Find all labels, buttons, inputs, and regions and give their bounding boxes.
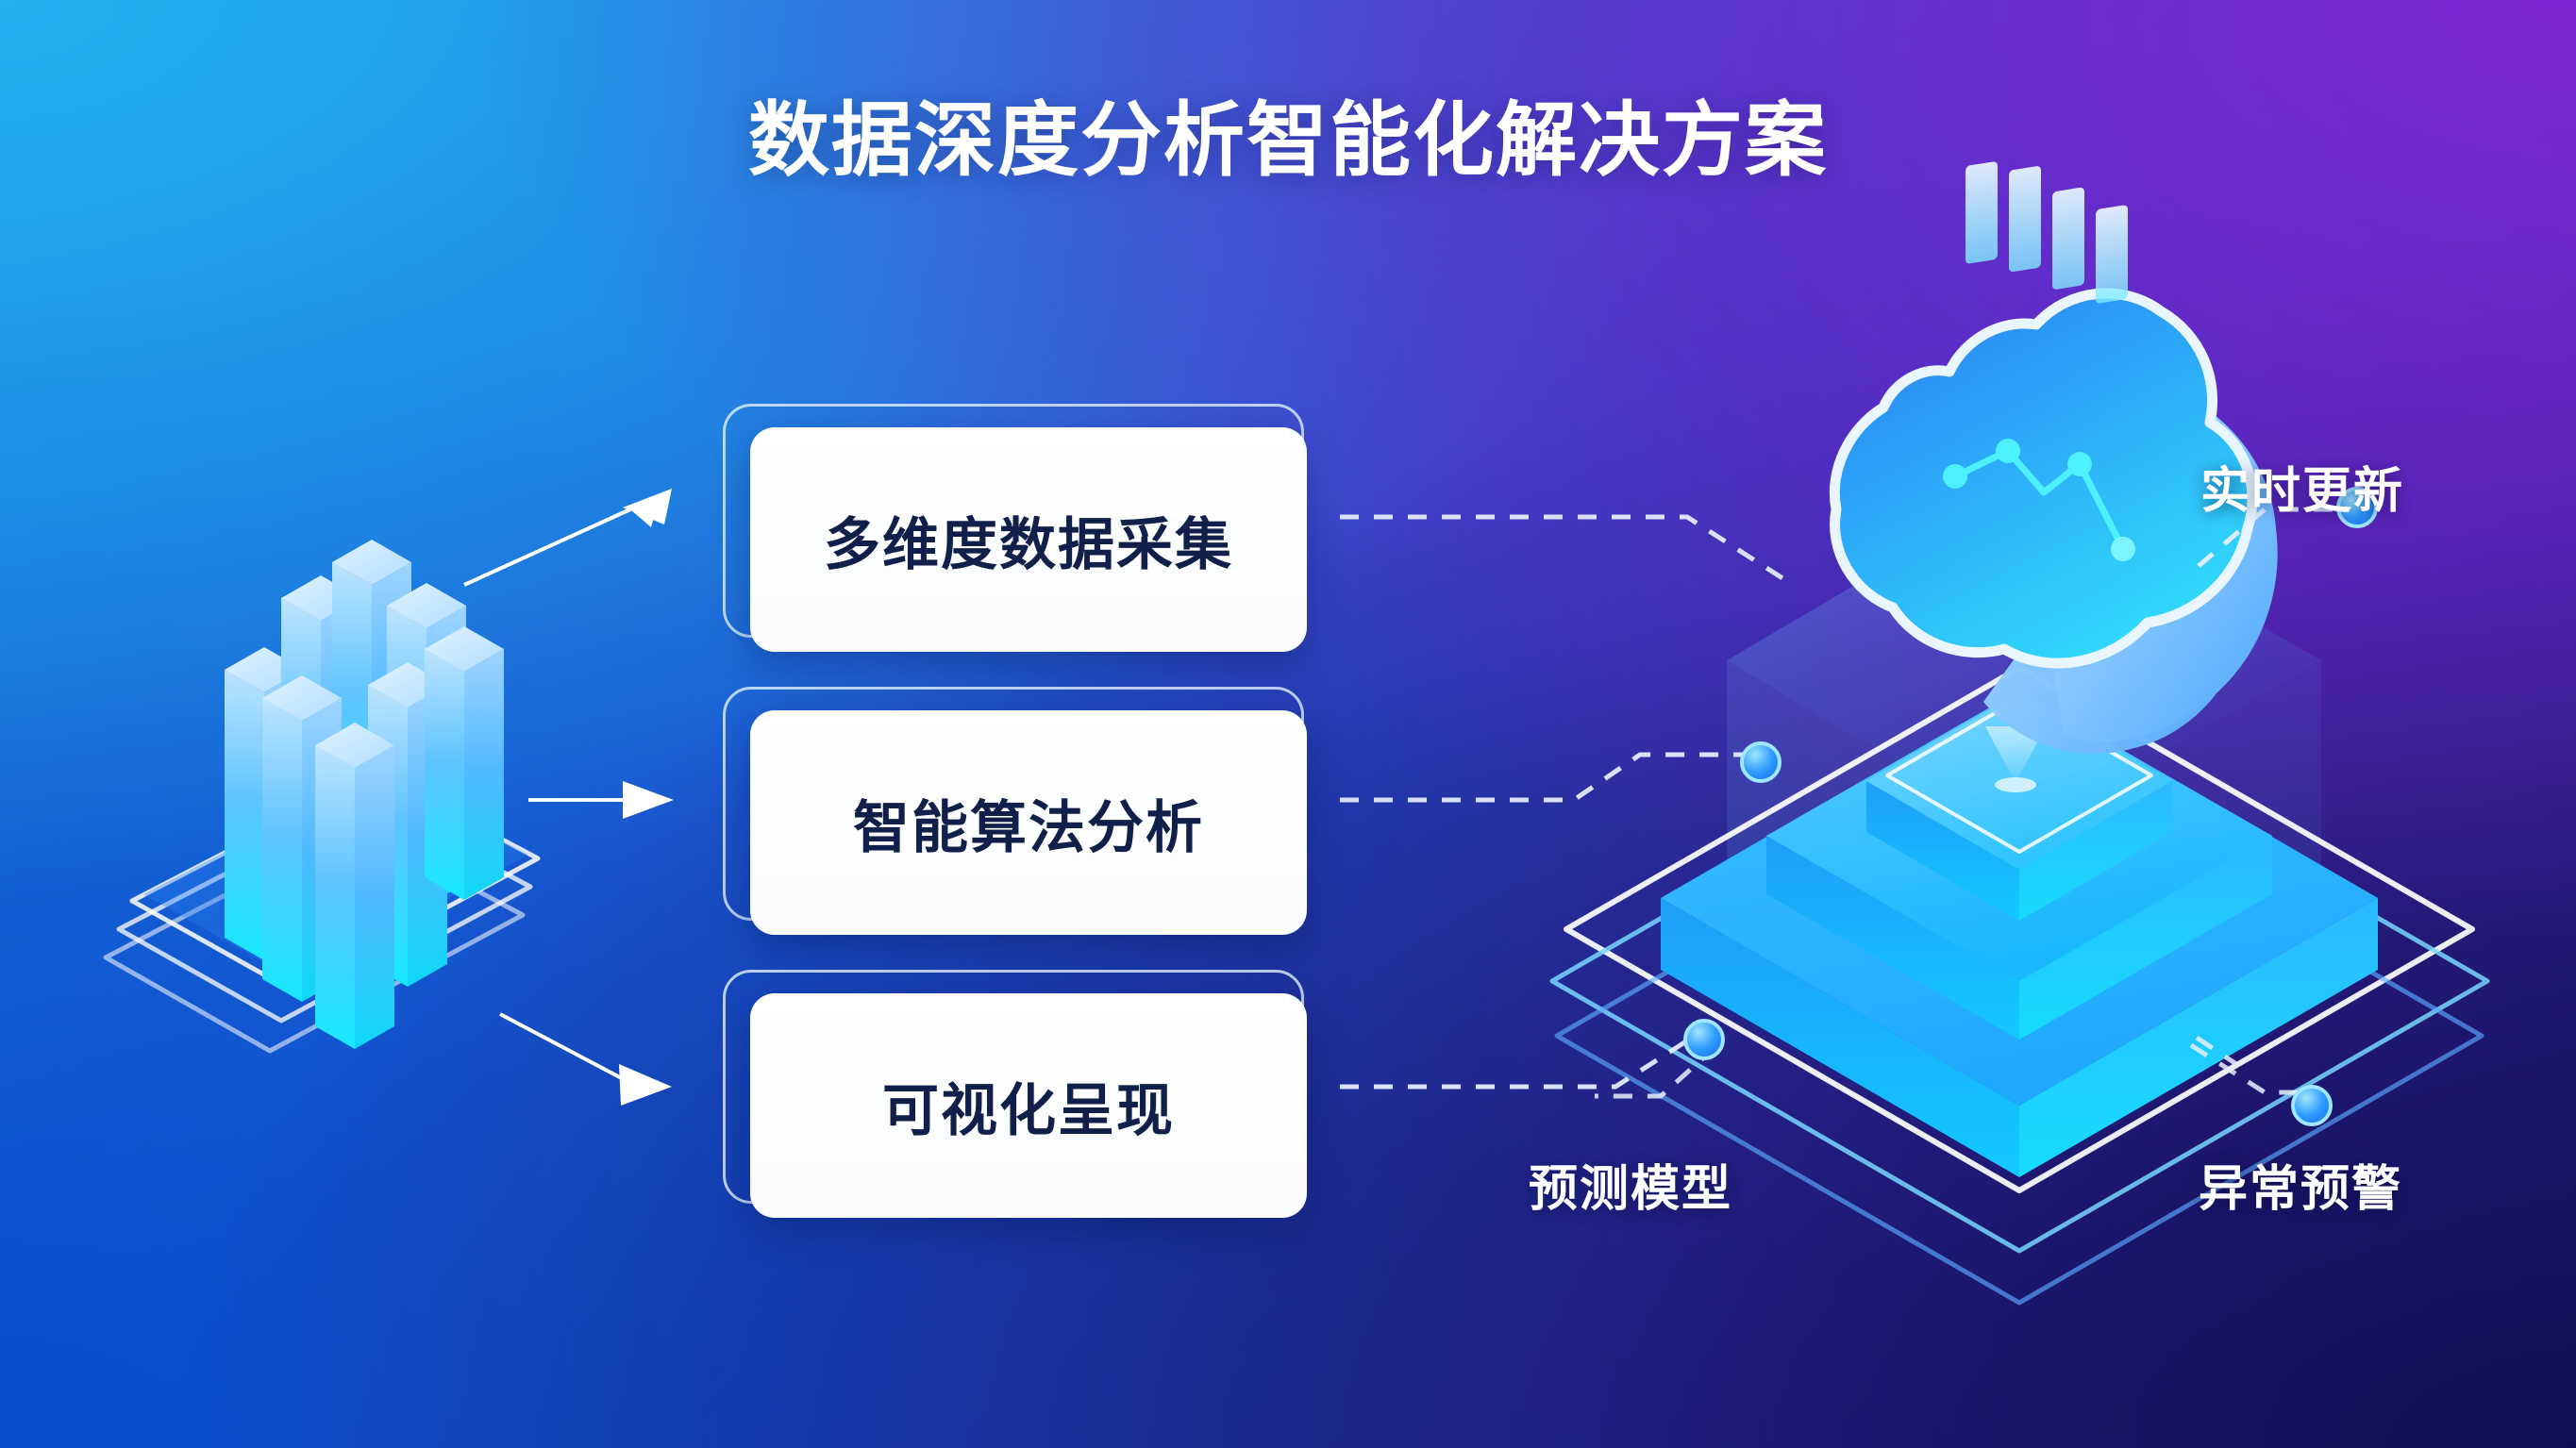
connector-dot-icon	[1683, 487, 2378, 1126]
card-label: 可视化呈现	[882, 1078, 1175, 1142]
bar-chart-base	[103, 771, 541, 1054]
bar-chart-bar	[225, 647, 304, 960]
card-frame-2: 智能算法分析	[723, 687, 1307, 935]
arrow-right-icon	[499, 1012, 672, 1106]
card-multidimensional-collection[interactable]: 多维度数据采集	[750, 427, 1307, 652]
card-visualization-presentation[interactable]: 可视化呈现	[750, 993, 1307, 1218]
card-intelligent-algorithm-analysis[interactable]: 智能算法分析	[750, 710, 1307, 935]
isometric-bar-chart-icon	[103, 540, 541, 1054]
bar-chart-bar	[315, 723, 394, 1049]
card-label: 智能算法分析	[853, 795, 1204, 859]
label-realtime-update: 实时更新	[2200, 464, 2405, 519]
card-label: 多维度数据采集	[824, 512, 1233, 576]
bar-chart-bar	[281, 575, 360, 898]
cloud-beam	[1985, 726, 2046, 792]
bar-chart-bar	[368, 662, 447, 987]
cloud-chart-line	[1943, 439, 2135, 561]
card-frame-1: 多维度数据采集	[723, 404, 1307, 652]
card-frame-3: 可视化呈现	[723, 970, 1307, 1218]
arrow-right-icon	[463, 489, 672, 587]
page-title: 数据深度分析智能化解决方案	[748, 95, 1828, 186]
arrow-right-icon	[528, 781, 674, 819]
label-anomaly-alert: 异常预警	[2199, 1162, 2403, 1217]
label-prediction-model: 预测模型	[1529, 1162, 1733, 1217]
bar-chart-bar	[425, 626, 504, 900]
bar-chart-bar	[262, 675, 342, 1002]
connector-lines	[1340, 507, 2340, 1099]
bar-chart-bar	[332, 540, 411, 860]
bar-chart-bar	[387, 583, 466, 906]
